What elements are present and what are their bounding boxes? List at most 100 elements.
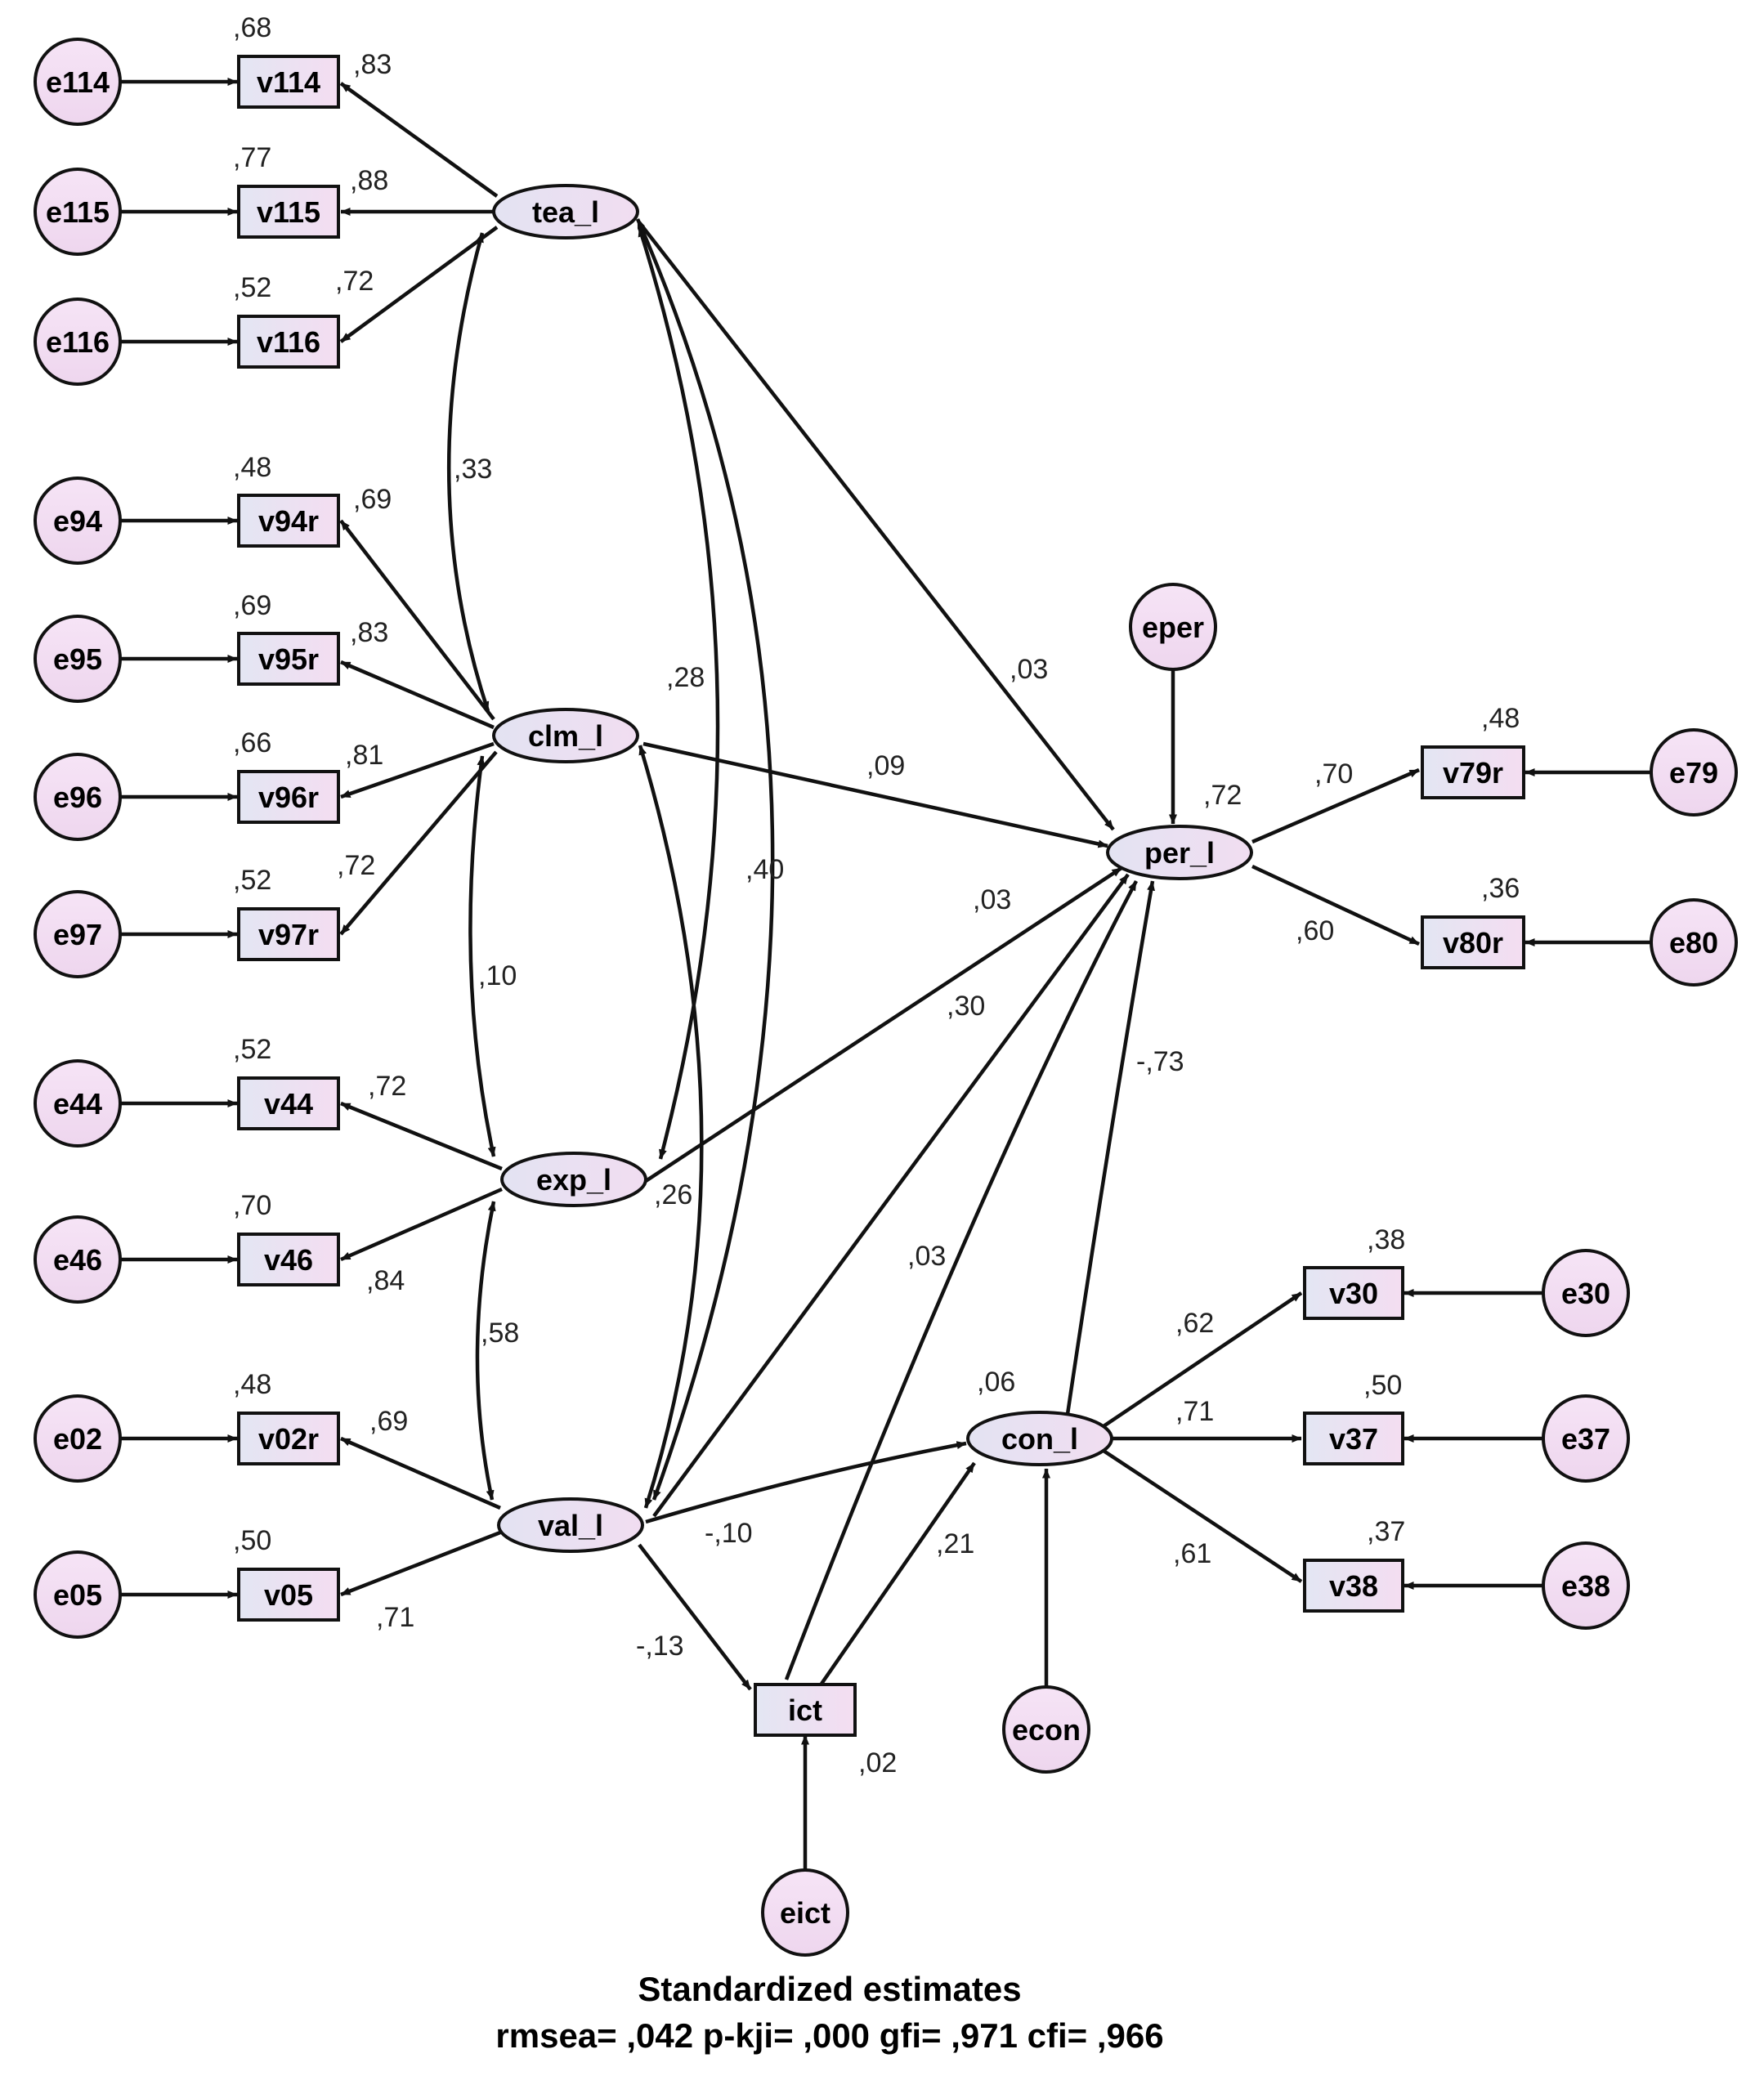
cov-clm-val <box>638 745 704 1509</box>
path-label-ict-per: ,03 <box>907 1241 946 1272</box>
loading-label-v30: ,62 <box>1175 1308 1214 1339</box>
error-node-e02: e02 <box>34 1394 122 1483</box>
edges <box>120 78 1651 1870</box>
error-label-e79: e79 <box>1669 756 1718 790</box>
error-label-e116: e116 <box>46 325 110 359</box>
cov-label-clm-exp: ,10 <box>478 960 517 991</box>
loading-label-v96r: ,81 <box>345 740 383 771</box>
coefficient-labels: ,68 ,83 ,77 ,88 ,52 ,72 ,48 ,69 ,69 ,83 … <box>233 12 1520 1778</box>
latent-label-val: val_l <box>538 1509 603 1542</box>
error-label-e80: e80 <box>1669 926 1718 960</box>
error-label-eper: eper <box>1142 611 1204 644</box>
error-label-econ: econ <box>1012 1713 1081 1747</box>
latent-node-exp: exp_l <box>500 1152 647 1207</box>
cov-exp-val <box>475 1201 496 1501</box>
path-label-val-con: -,10 <box>705 1518 753 1549</box>
r2-v79r: ,48 <box>1481 703 1520 734</box>
loading-label-v95r: ,83 <box>350 617 388 648</box>
error-node-e114: e114 <box>34 38 122 126</box>
r2-v38: ,37 <box>1367 1516 1405 1547</box>
observed-nodes: v114 v115 v116 v94r v95r v96r v97r v44 v… <box>237 55 1525 1737</box>
r2-v80r: ,36 <box>1481 873 1520 904</box>
observed-node-v96r: v96r <box>237 770 340 824</box>
cov-tea-clm <box>446 232 490 712</box>
observed-node-v37: v37 <box>1303 1412 1404 1465</box>
loading-clm-v95r <box>340 660 495 730</box>
r2-v44: ,52 <box>233 1034 271 1065</box>
loading-per-v79r <box>1251 767 1420 844</box>
observed-label-v44: v44 <box>264 1087 313 1121</box>
latent-node-val: val_l <box>497 1497 644 1553</box>
loading-tea-v114 <box>339 82 499 198</box>
latent-node-per: per_l <box>1106 825 1253 880</box>
loading-label-v37: ,71 <box>1175 1396 1214 1427</box>
error-label-e44: e44 <box>53 1087 102 1121</box>
path-exp-per <box>644 866 1123 1183</box>
error-node-e80: e80 <box>1650 898 1738 987</box>
loading-label-v38: ,61 <box>1173 1538 1211 1569</box>
observed-label-v46: v46 <box>264 1243 313 1277</box>
observed-node-v116: v116 <box>237 315 340 369</box>
observed-label-v37: v37 <box>1329 1422 1378 1456</box>
r2-v94r: ,48 <box>233 452 271 483</box>
observed-node-v38: v38 <box>1303 1559 1404 1613</box>
r2-v95r: ,69 <box>233 590 271 621</box>
error-label-eict: eict <box>780 1896 831 1930</box>
path-label-clm-per: ,09 <box>866 750 905 781</box>
observed-node-v79r: v79r <box>1421 745 1525 799</box>
loading-label-v80r: ,60 <box>1296 915 1334 946</box>
loading-val-v05 <box>340 1530 501 1597</box>
observed-label-v79r: v79r <box>1443 756 1503 790</box>
error-label-e46: e46 <box>53 1243 102 1277</box>
path-val-con <box>645 1441 967 1524</box>
path-label-exp-per: ,03 <box>973 884 1011 915</box>
error-label-e115: e115 <box>46 195 110 229</box>
error-node-e37: e37 <box>1542 1394 1630 1483</box>
loading-label-v115: ,88 <box>350 165 388 196</box>
observed-node-ict: ict <box>754 1683 857 1737</box>
caption-fit-indices: rmsea= ,042 p-kji= ,000 gfi= ,971 cfi= ,… <box>495 2016 1163 2055</box>
error-node-e38: e38 <box>1542 1541 1630 1630</box>
observed-label-ict: ict <box>788 1693 822 1727</box>
error-node-eict: eict <box>761 1868 849 1957</box>
r2-per: ,72 <box>1203 780 1242 811</box>
error-label-e94: e94 <box>53 504 102 538</box>
error-node-e96: e96 <box>34 753 122 841</box>
r2-v37: ,50 <box>1363 1370 1402 1401</box>
observed-label-v97r: v97r <box>258 918 319 951</box>
cov-tea-exp <box>637 226 720 1160</box>
loading-clm-v96r <box>340 741 495 799</box>
latent-label-clm: clm_l <box>528 719 603 753</box>
loading-label-v116: ,72 <box>335 266 374 297</box>
path-label-val-ict: -,13 <box>636 1631 684 1662</box>
path-label-tea-per: ,03 <box>1010 654 1048 685</box>
error-node-e115: e115 <box>34 168 122 256</box>
observed-label-v05: v05 <box>264 1578 313 1612</box>
path-val-ict <box>638 1543 752 1691</box>
loading-exp-v44 <box>340 1101 503 1171</box>
observed-label-v95r: v95r <box>258 642 319 676</box>
loading-clm-v94r <box>339 519 495 721</box>
error-label-e95: e95 <box>53 642 102 676</box>
observed-node-v05: v05 <box>237 1568 340 1622</box>
observed-label-v80r: v80r <box>1443 926 1503 960</box>
r2-v116: ,52 <box>233 272 271 303</box>
error-label-e37: e37 <box>1561 1422 1610 1456</box>
observed-node-v114: v114 <box>237 55 340 109</box>
observed-label-v38: v38 <box>1329 1569 1378 1603</box>
observed-node-v95r: v95r <box>237 632 340 686</box>
observed-label-v96r: v96r <box>258 781 319 814</box>
cov-clm-exp <box>468 755 496 1157</box>
latent-node-clm: clm_l <box>492 708 639 763</box>
error-node-e46: e46 <box>34 1215 122 1304</box>
loading-con-v38 <box>1102 1449 1303 1583</box>
error-node-e79: e79 <box>1650 728 1738 817</box>
path-label-con-per: -,73 <box>1136 1046 1184 1077</box>
cov-tea-val <box>635 218 775 1501</box>
r2-v114: ,68 <box>233 12 271 43</box>
cov-label-tea-clm: ,33 <box>454 454 492 485</box>
error-label-e97: e97 <box>53 918 102 951</box>
error-node-e30: e30 <box>1542 1249 1630 1337</box>
observed-node-v30: v30 <box>1303 1266 1404 1320</box>
cov-label-exp-val: ,58 <box>481 1318 519 1349</box>
